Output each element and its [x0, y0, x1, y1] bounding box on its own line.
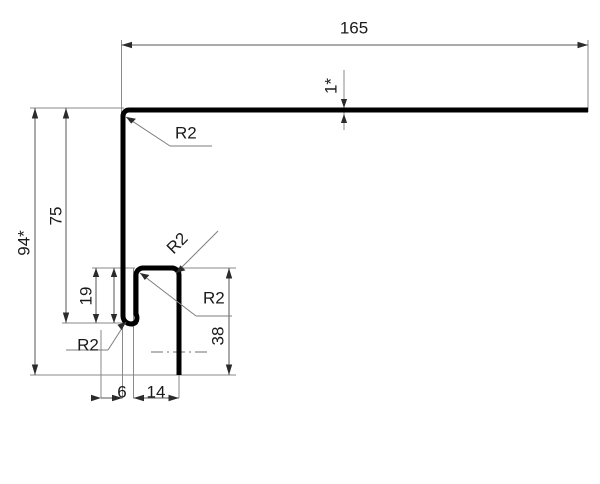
radius-callout-inner-bend: R2 — [139, 272, 232, 317]
part-profile — [120, 107, 588, 375]
dimension-leg-height: 38 — [208, 268, 233, 375]
dimension-label-165: 165 — [340, 18, 368, 37]
dimension-hem-width: 6 — [91, 382, 127, 401]
radius-label-inner-bend: R2 — [203, 288, 225, 307]
dimension-hem-depth: 19 — [76, 268, 118, 323]
dimension-label-overall-height: 94* — [14, 230, 33, 256]
radius-callout-hem-bottom: R2 — [66, 321, 127, 354]
radius-callout-top-corner: R2 — [125, 116, 212, 147]
dimension-flange-width: 14 — [133, 382, 179, 401]
dimension-label-19: 19 — [76, 287, 95, 306]
radius-label-hem-bottom: R2 — [77, 335, 99, 354]
dimension-label-thickness: 1* — [321, 78, 340, 94]
dimension-label-38: 38 — [208, 327, 227, 346]
dimension-overall-height: 94* — [14, 108, 39, 375]
dimension-label-75: 75 — [46, 207, 65, 226]
extension-lines — [30, 40, 589, 398]
radius-label-upper-bend: R2 — [163, 229, 192, 258]
dimension-overall-length: 165 — [121, 18, 588, 49]
dimension-upper-web: 75 — [46, 108, 70, 323]
radius-label-top-corner: R2 — [175, 123, 197, 142]
dimension-label-6: 6 — [117, 382, 126, 401]
dimension-label-14: 14 — [147, 382, 166, 401]
dimension-thickness: 1* — [321, 78, 348, 123]
